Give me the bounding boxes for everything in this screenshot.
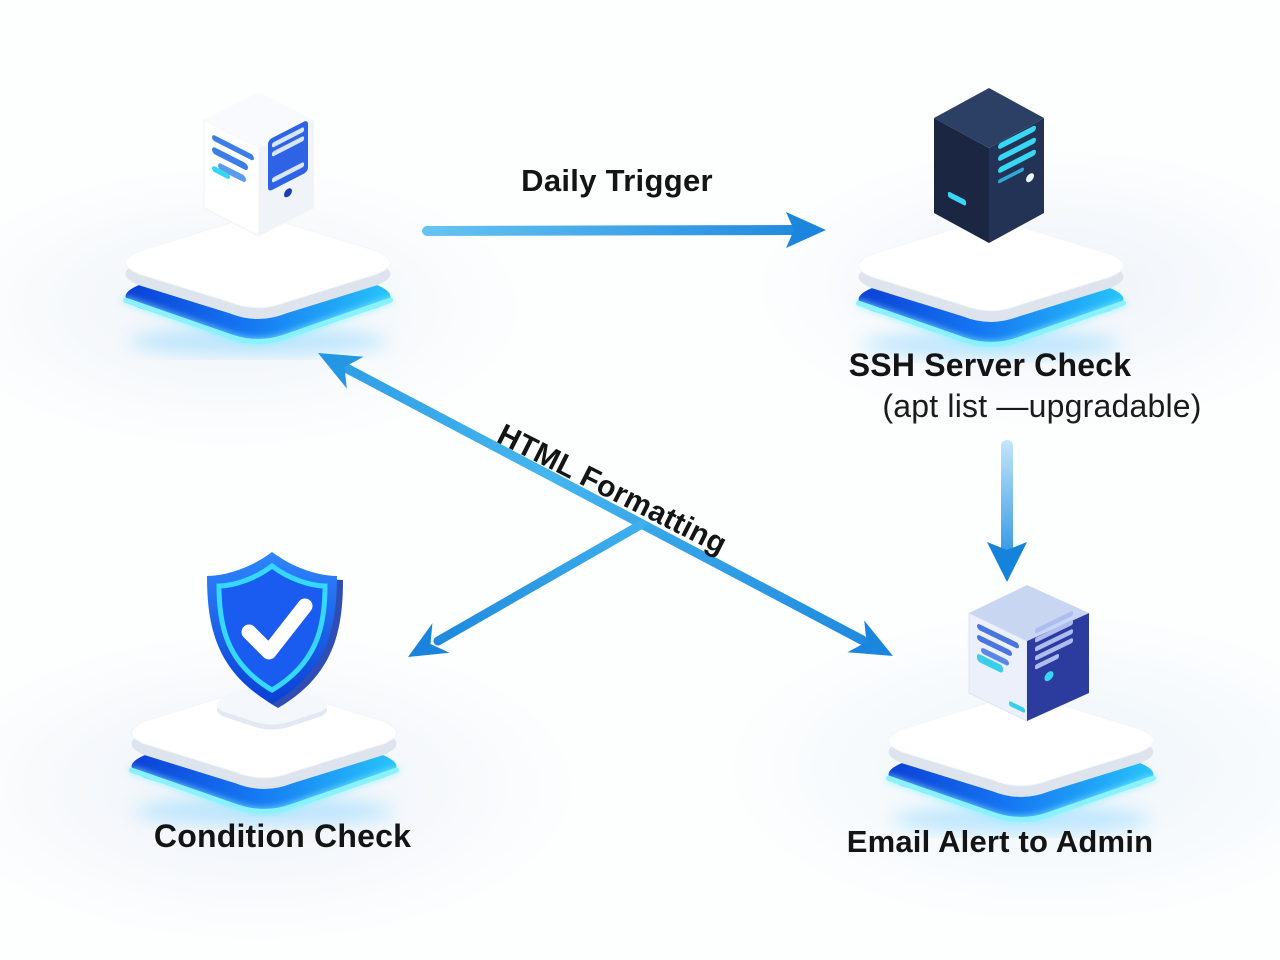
pedestal-top (217, 685, 327, 725)
node-label-condition-check: Condition Check (153, 818, 412, 854)
arrowhead-down-left (408, 623, 450, 657)
shield-inner-ring (216, 562, 328, 693)
node-label-email-alert: Email Alert to Admin (846, 824, 1154, 859)
server-side-panel (268, 121, 308, 198)
server-right-face (1027, 613, 1089, 721)
check-mark (241, 598, 313, 660)
server-left-face (934, 118, 989, 243)
server-front-light (948, 191, 966, 206)
server-top-face (969, 585, 1089, 641)
platform-neon-edge (128, 767, 400, 815)
white-tower-server-icon (203, 92, 314, 237)
shield-check-icon (207, 552, 343, 730)
platform-bottom-right (885, 695, 1157, 834)
arrowhead-right (786, 212, 826, 248)
dark-rack-server-icon (934, 88, 1044, 243)
platform-neon-edge (855, 300, 1127, 348)
platform-neon-edge (885, 775, 1157, 823)
node-sublabel-apt-list-upgradable: (apt list —upgradable) (882, 388, 1202, 424)
arrowhead-down-right (847, 620, 893, 656)
edge-label-daily-trigger: Daily Trigger (521, 163, 713, 198)
mail-server-icon (968, 585, 1089, 722)
server-front-stripes (977, 624, 1025, 713)
server-front-stripes (212, 135, 254, 182)
server-side-stripes (1035, 611, 1073, 682)
arrow-html-formatting (318, 353, 893, 657)
node-label-ssh-server-check: SSH Server Check (848, 347, 1132, 383)
arrow-daily-trigger (422, 212, 826, 248)
arrowhead-down (987, 542, 1027, 582)
platform-neon-edge (122, 297, 394, 345)
platform-top-left (122, 217, 394, 356)
server-right-face (989, 118, 1044, 243)
arrowhead-up-left (318, 353, 364, 389)
arrow-ssh-to-email (987, 440, 1027, 582)
platform-bottom-left (128, 687, 400, 826)
server-top-face (934, 88, 1044, 148)
platform-top-right (855, 220, 1127, 359)
server-stripes (998, 125, 1036, 184)
